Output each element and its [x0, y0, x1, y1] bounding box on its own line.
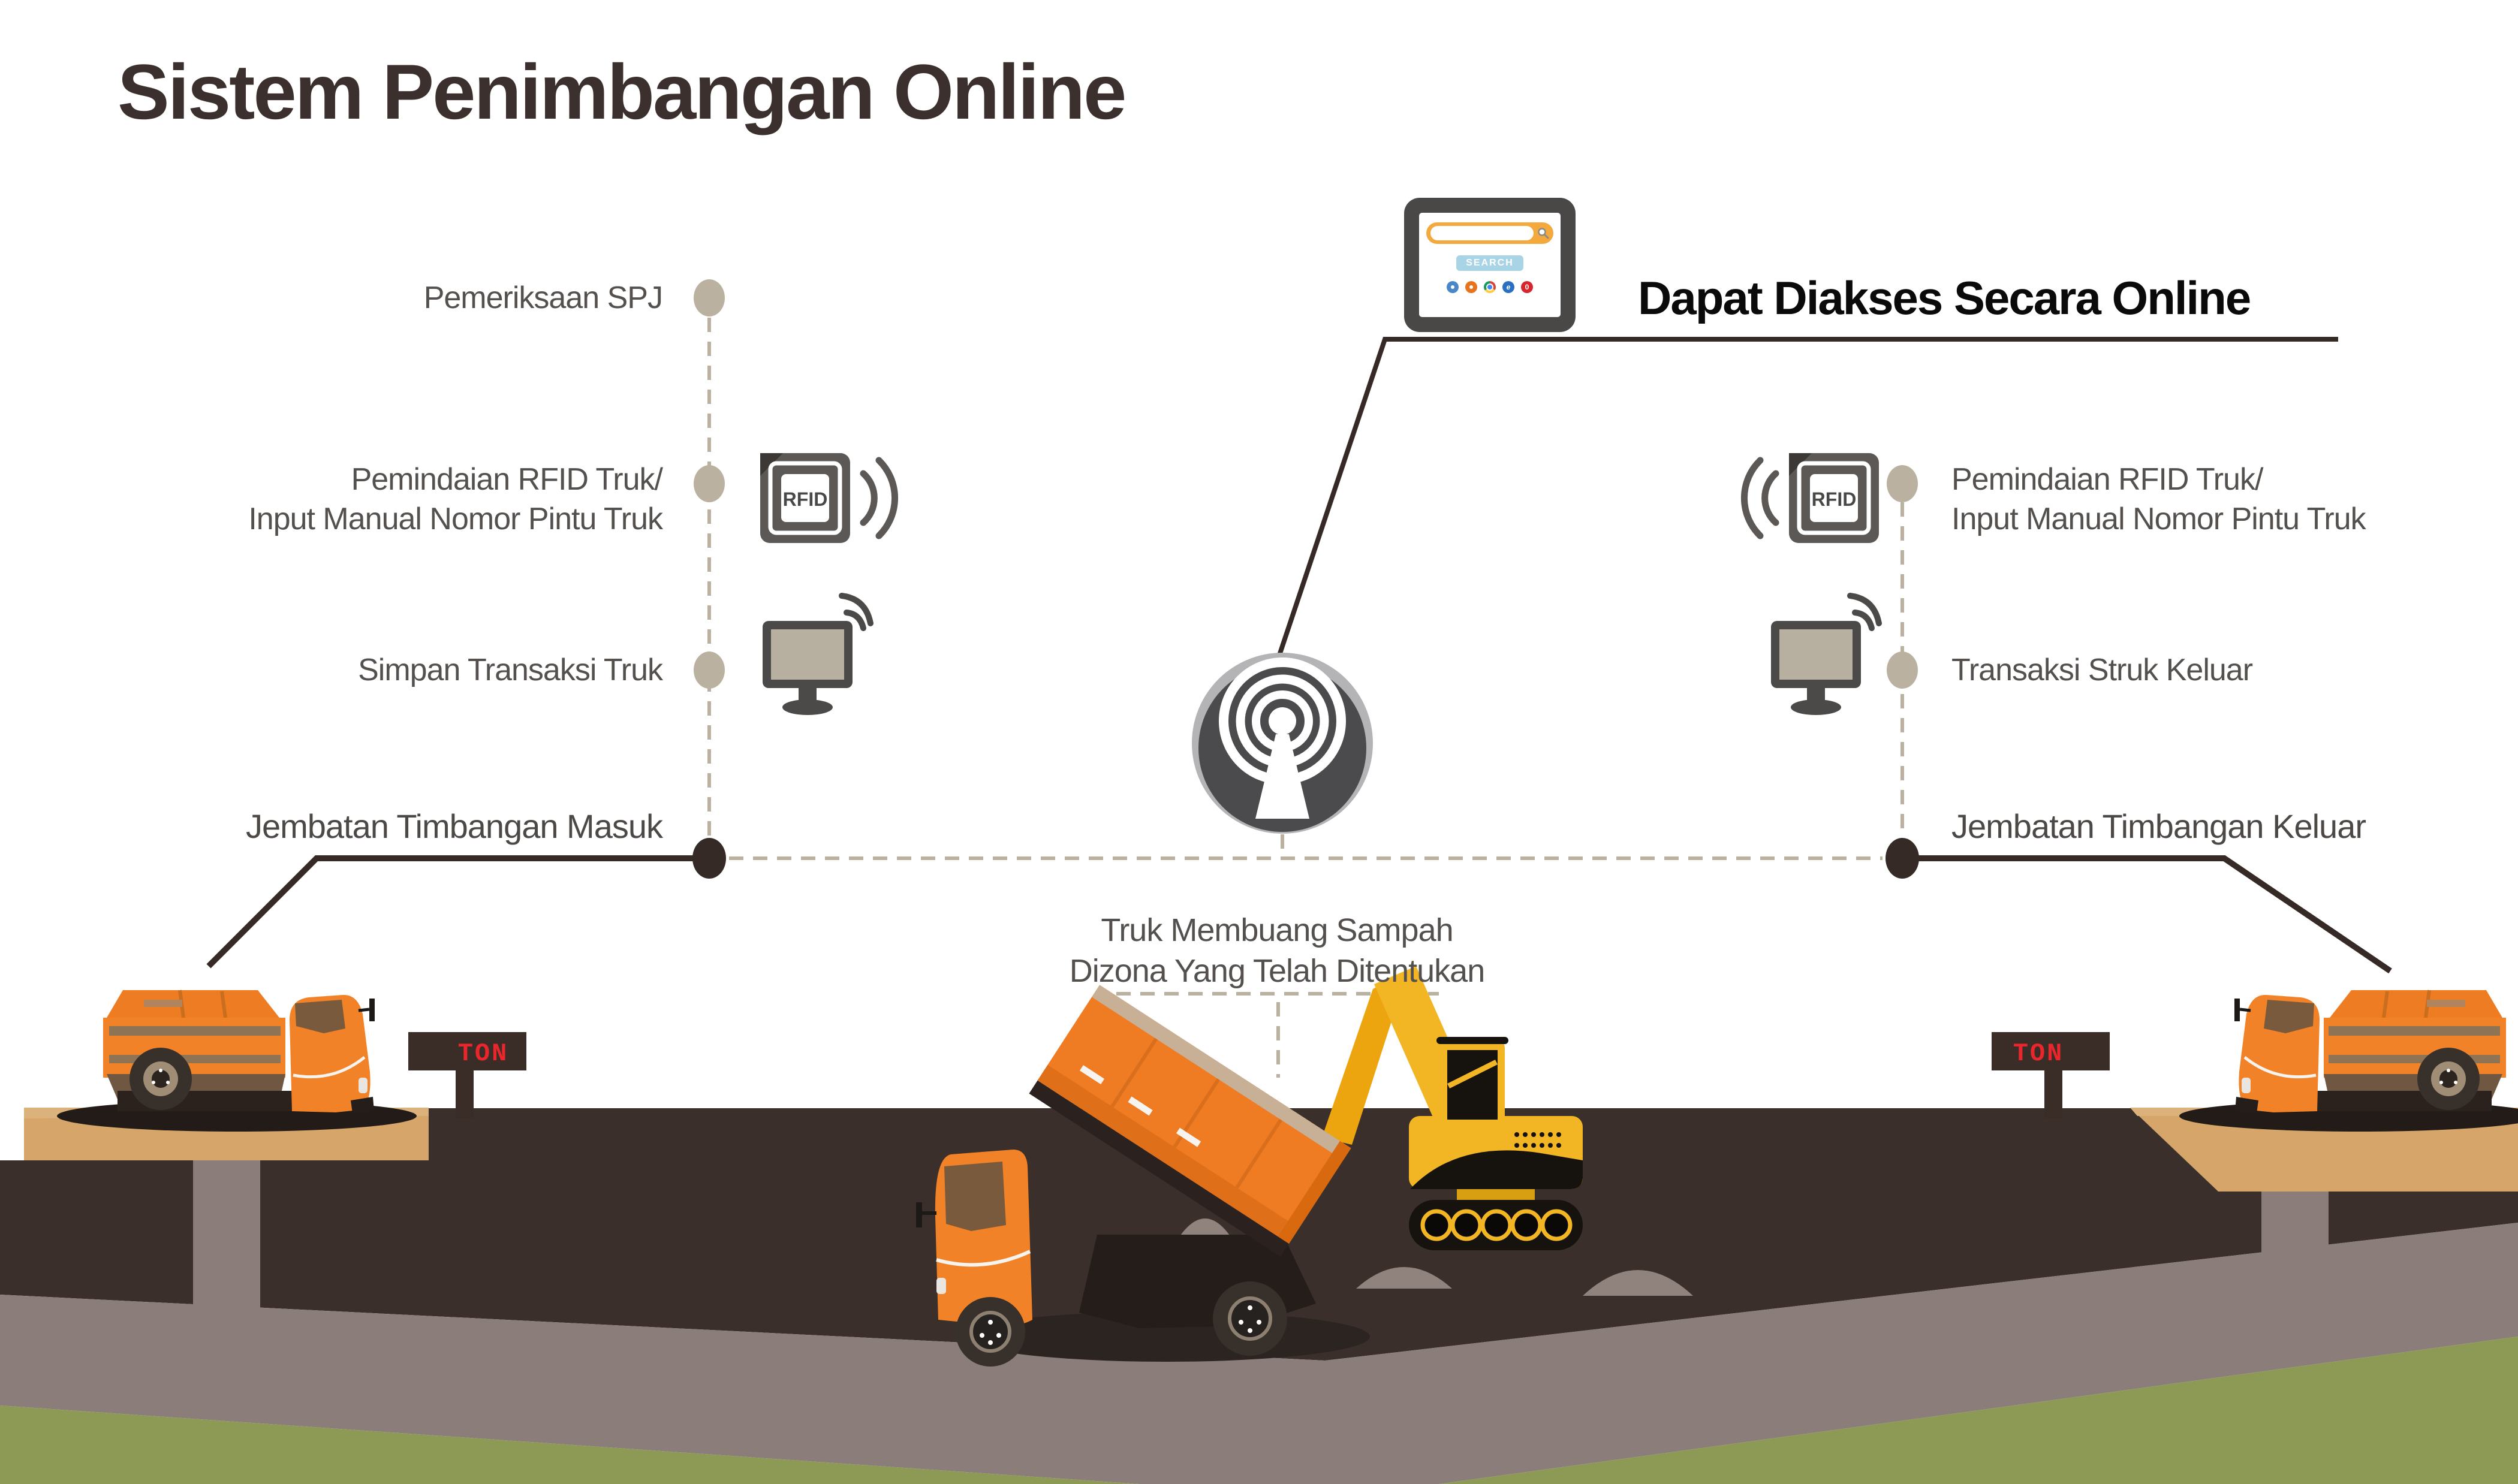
dot-simpan [694, 651, 725, 689]
excavator-track-wheels [1420, 1209, 1573, 1241]
excavator [1322, 966, 1583, 1250]
label-jembatan-keluar: Jembatan Timbangan Keluar [1951, 807, 2366, 845]
tablet-browser-icon: SEARCH e 0 [1404, 198, 1576, 332]
label-rfid-left-line2: Input Manual Nomor Pintu Truk [248, 502, 663, 536]
online-connector-line [1275, 337, 2338, 663]
safari-icon [1447, 281, 1459, 293]
search-input [1430, 226, 1534, 240]
step-dots [694, 279, 1918, 689]
dot-bridge-left [692, 838, 726, 879]
truck-exiting [2234, 990, 2506, 1114]
road-slope [0, 1223, 2518, 1484]
label-rfid-left: Pemindaian RFID Truk/ Input Manual Nomor… [248, 460, 663, 539]
tablet-screen: SEARCH e 0 [1419, 213, 1561, 317]
dump-zone-note-line2: Dizona Yang Telah Ditentukan [1069, 953, 1486, 989]
dumping-truck [916, 985, 1370, 1367]
ton-display-left: TON [408, 1032, 526, 1118]
monitor-icon-right [1771, 593, 1882, 715]
browser-icons-row: e 0 [1447, 281, 1533, 293]
left-bridge-pillar [193, 1160, 260, 1310]
firefox-icon [1465, 281, 1477, 293]
bridge-dots [692, 838, 1919, 879]
dot-pemeriksaan [694, 279, 725, 316]
opera-icon: 0 [1521, 281, 1533, 293]
online-access-label: Dapat Diakses Secara Online [1638, 272, 2251, 324]
excavator-vents [1514, 1132, 1561, 1148]
dump-truck-wheels [956, 1281, 1287, 1367]
search-bar [1426, 222, 1553, 244]
dot-transaksi [1887, 651, 1918, 689]
label-jembatan-masuk: Jembatan Timbangan Masuk [245, 807, 663, 845]
chrome-icon [1484, 281, 1496, 293]
raised-dump-bed [1029, 985, 1351, 1257]
search-button: SEARCH [1456, 255, 1523, 271]
label-transaksi-struk: Transaksi Struk Keluar [1951, 653, 2253, 687]
page-title: Sistem Penimbangan Online [118, 48, 1127, 135]
ton-display-right: TON [1992, 1032, 2110, 1118]
magnifier-icon [1538, 228, 1549, 239]
grass-right [1439, 1337, 2518, 1484]
label-rfid-right-line1: Pemindaian RFID Truk/ [1951, 462, 2263, 497]
dot-rfid-right [1887, 465, 1918, 502]
leader-line-right [1918, 855, 2392, 974]
internet-explorer-icon: e [1502, 281, 1514, 293]
rfid-icon-left: RFID [760, 453, 899, 543]
antenna-icon [1192, 653, 1373, 834]
ton-text-left: TON [458, 1039, 509, 1068]
grass-left [0, 1405, 1139, 1484]
monitor-icon-left [763, 593, 874, 715]
leader-lines [206, 337, 2392, 974]
leader-line-left [206, 855, 693, 969]
rfid-text-right: RFID [1812, 488, 1857, 510]
label-pemeriksaan-spj: Pemeriksaan SPJ [423, 280, 663, 315]
label-simpan-transaksi: Simpan Transaksi Truk [358, 653, 663, 687]
truck-entering [103, 990, 375, 1114]
dot-bridge-right [1886, 838, 1919, 879]
rfid-text-left: RFID [783, 488, 828, 510]
label-rfid-left-line1: Pemindaian RFID Truk/ [351, 462, 663, 497]
dump-zone-note-line1: Truk Membuang Sampah [1101, 912, 1453, 948]
dump-zone-note: Truk Membuang Sampah Dizona Yang Telah D… [977, 910, 1577, 991]
ton-text-right: TON [2013, 1039, 2064, 1068]
dot-rfid-left [694, 465, 725, 502]
label-rfid-right: Pemindaian RFID Truk/ Input Manual Nomor… [1951, 460, 2366, 539]
label-rfid-right-line2: Input Manual Nomor Pintu Truk [1951, 502, 2366, 536]
rfid-icon-right: RFID [1740, 453, 1879, 543]
